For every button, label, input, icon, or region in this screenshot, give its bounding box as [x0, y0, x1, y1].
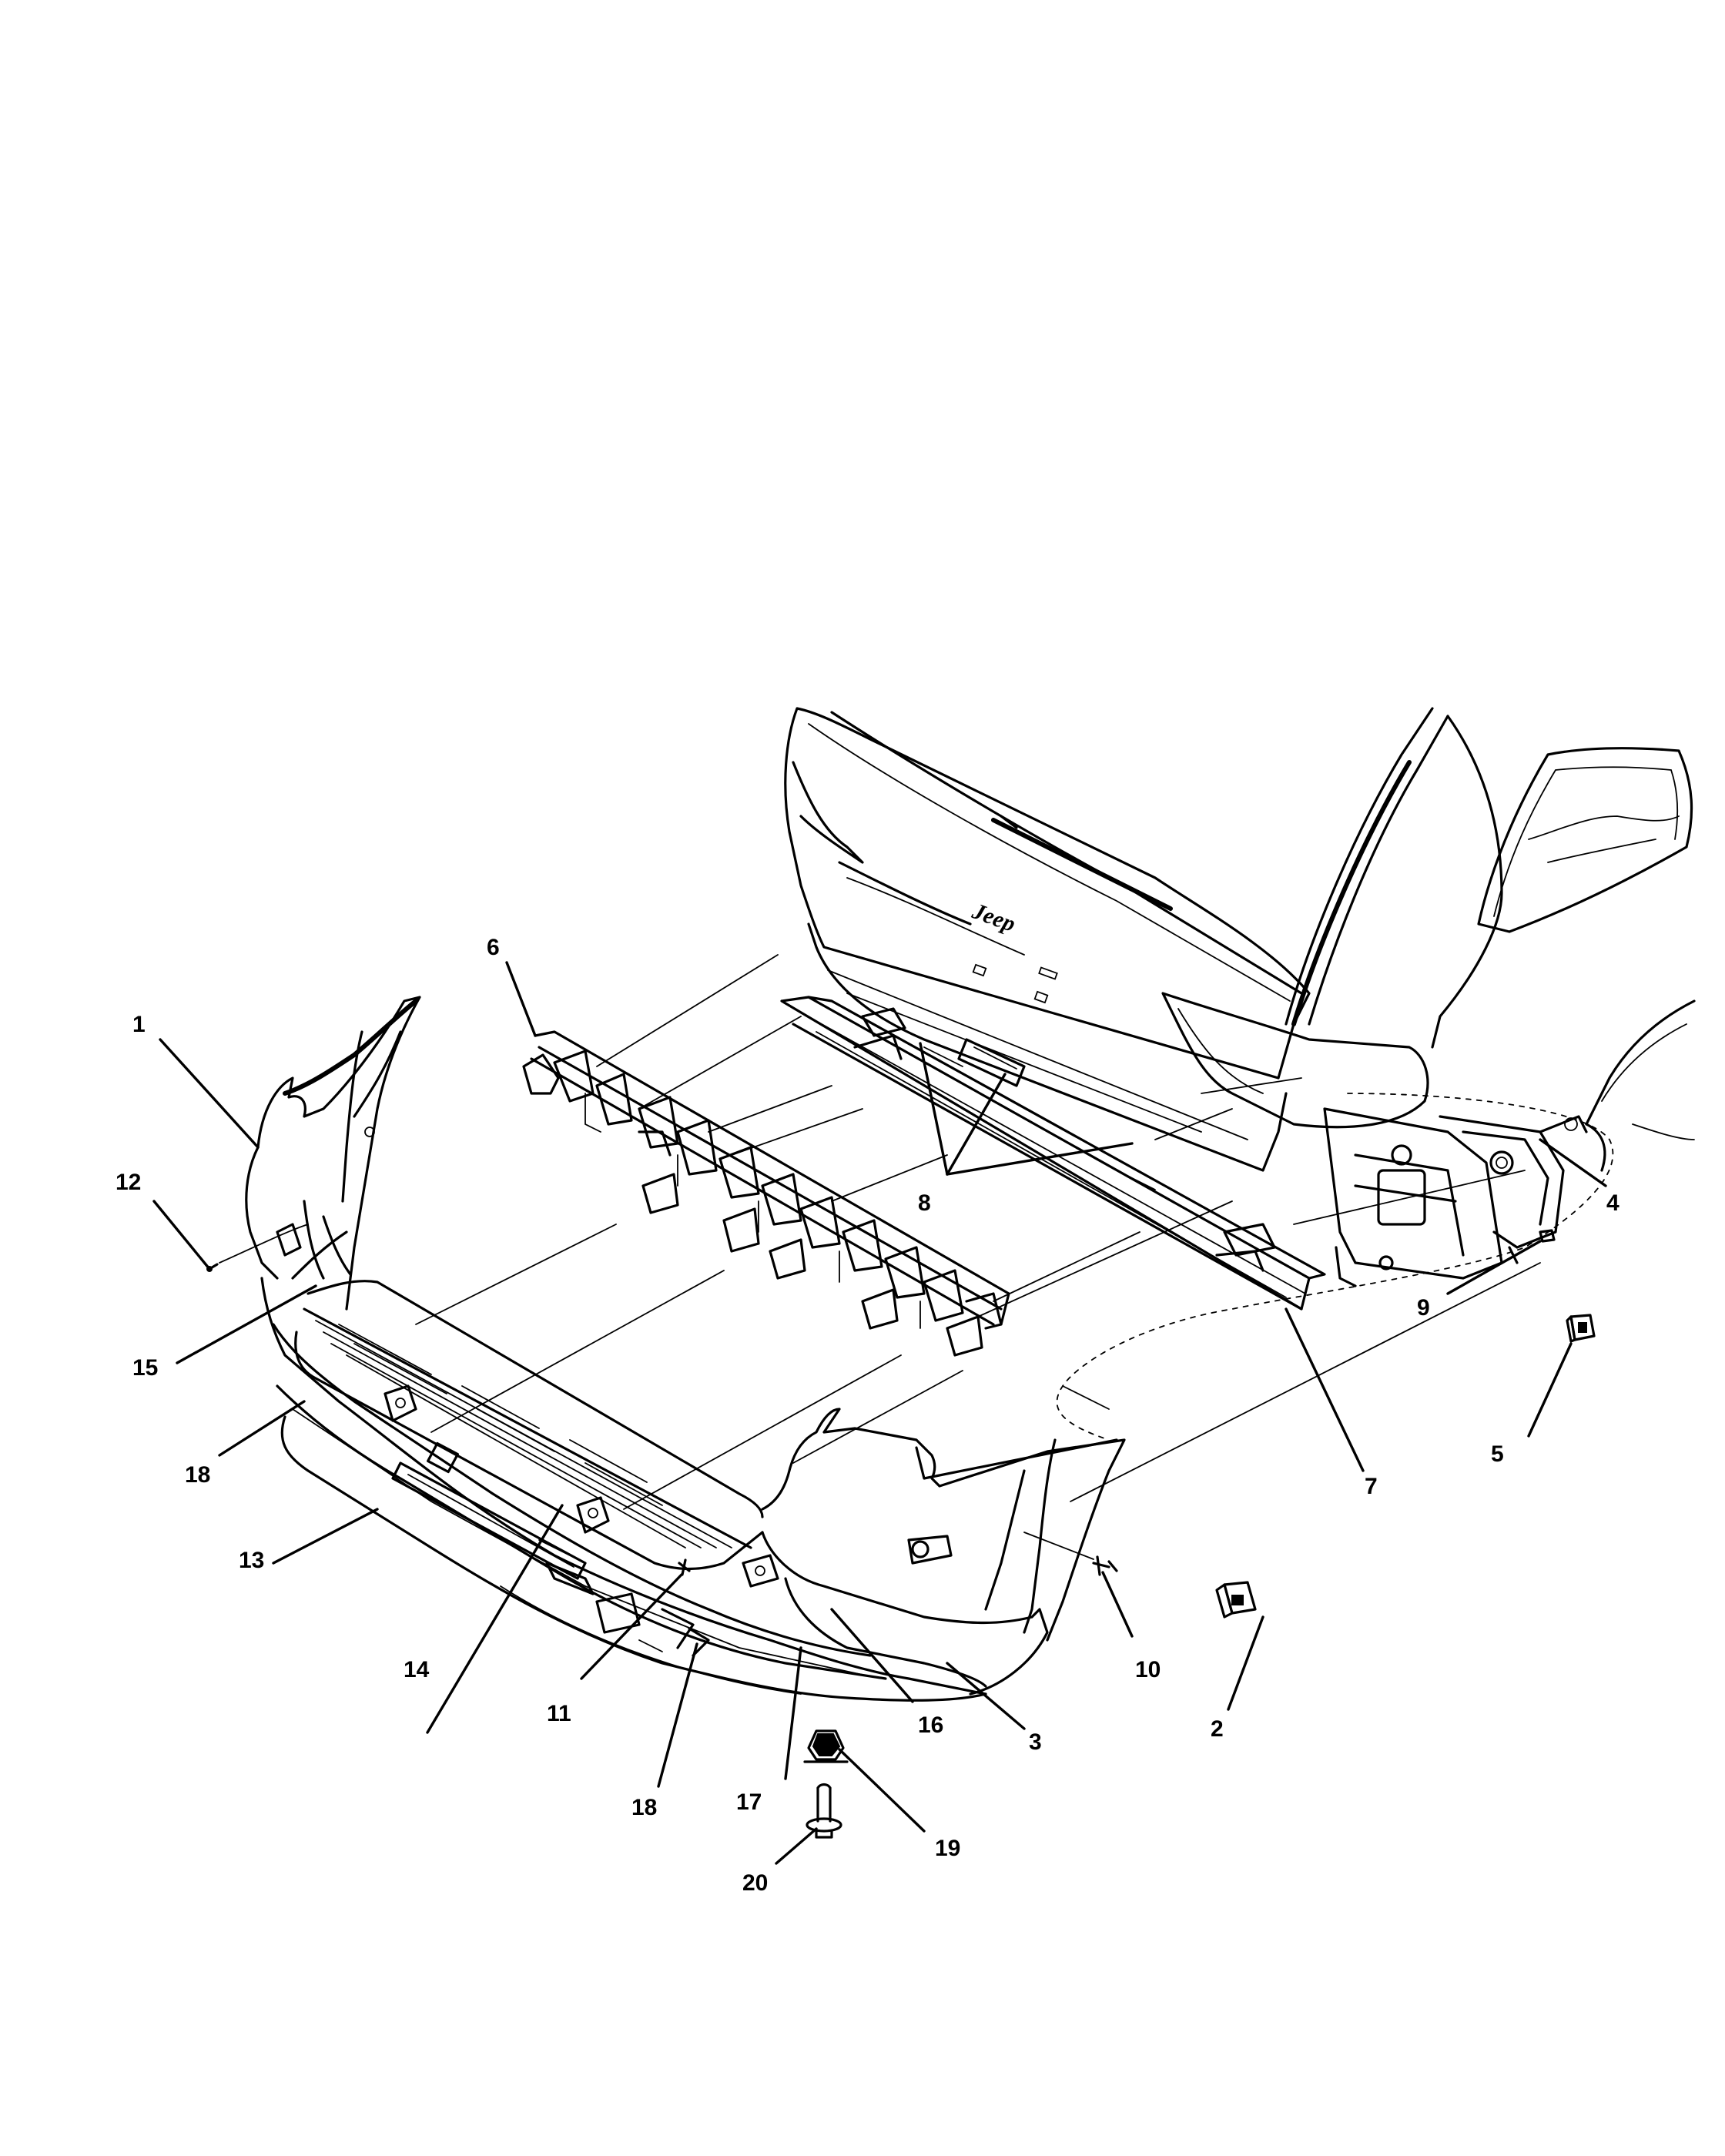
assembly-lines — [219, 954, 1541, 1560]
vehicle-body-rear: Jeep — [784, 707, 1696, 1441]
impact-bar — [780, 996, 1326, 1311]
callout-6: 6 — [487, 935, 500, 960]
callout-10: 10 — [1135, 1657, 1161, 1682]
callout-16: 16 — [918, 1712, 943, 1738]
bracket-assembly — [1323, 1107, 1588, 1287]
callout-14: 14 — [404, 1657, 430, 1682]
fastener-11 — [678, 1558, 691, 1576]
leader-lines — [152, 961, 1607, 1865]
clip-5 — [1566, 1314, 1596, 1343]
callout-12: 12 — [116, 1170, 141, 1195]
bumper-fascia — [245, 996, 1126, 1702]
energy-absorber — [522, 1030, 1010, 1357]
nut-19 — [803, 1729, 849, 1763]
callout-20: 20 — [742, 1870, 768, 1896]
callout-11: 11 — [547, 1701, 571, 1726]
callout-1: 1 — [132, 1012, 146, 1037]
callout-13: 13 — [239, 1548, 264, 1573]
callout-18-bottom: 18 — [631, 1795, 657, 1820]
callout-15: 15 — [132, 1355, 158, 1381]
callouts: 1 2 3 4 5 6 7 8 9 10 11 12 13 14 15 16 1… — [116, 935, 1619, 1896]
callout-5: 5 — [1491, 1441, 1504, 1467]
clip-nut-2 — [1215, 1581, 1257, 1619]
callout-2: 2 — [1211, 1716, 1224, 1742]
callout-8: 8 — [918, 1190, 931, 1216]
callout-18-left: 18 — [185, 1462, 210, 1488]
push-pin-10 — [1092, 1555, 1118, 1576]
screw-9 — [1539, 1229, 1556, 1243]
jeep-logo: Jeep — [968, 898, 1018, 937]
callout-7: 7 — [1365, 1474, 1378, 1499]
callout-3: 3 — [1029, 1729, 1042, 1755]
callout-19: 19 — [935, 1836, 960, 1861]
callout-17: 17 — [736, 1789, 762, 1815]
callout-4: 4 — [1606, 1190, 1619, 1216]
bolt-20 — [806, 1783, 842, 1839]
callout-9: 9 — [1417, 1295, 1430, 1321]
